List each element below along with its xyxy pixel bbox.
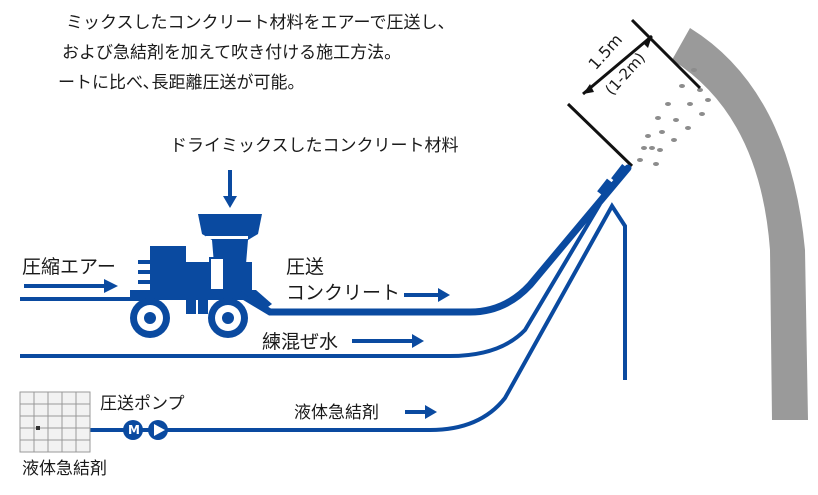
pumped-label-bottom: コンクリート xyxy=(286,282,401,304)
pumped-label-top: 圧送 xyxy=(286,256,325,278)
distance-marker xyxy=(566,18,702,168)
pump-direction-icon xyxy=(154,424,165,436)
intro-line-3: ートに比べ､長距離圧送が可能。 xyxy=(58,73,305,93)
spray-droplets xyxy=(637,68,711,166)
shotcrete-machine xyxy=(130,214,272,338)
accelerator-tank xyxy=(19,391,91,453)
intro-line-2: および急結剤を加えて吹き付ける施工方法。 xyxy=(62,43,402,63)
accelerator-pipe xyxy=(90,202,627,432)
material-label: ドライミックスしたコンクリート材料 xyxy=(170,136,459,156)
intro-text: ミックスしたコンクリート材料をエアーで圧送し、 および急結剤を加えて吹き付ける施… xyxy=(0,8,454,98)
water-label: 練混ぜ水 xyxy=(262,331,339,353)
air-label: 圧縮エアー xyxy=(22,256,116,278)
pump-label: 圧送ポンプ xyxy=(100,394,185,414)
air-arrow-head xyxy=(104,279,118,293)
motor-symbol xyxy=(123,420,143,440)
tunnel-wall xyxy=(672,28,808,420)
nozzle xyxy=(597,164,627,198)
flow-arrows xyxy=(352,288,450,419)
water-pipe xyxy=(20,202,602,358)
tank-level-marker xyxy=(36,426,40,430)
feed-arrow-head xyxy=(223,196,237,208)
intro-line-1: ミックスしたコンクリート材料をエアーで圧送し、 xyxy=(66,13,455,33)
tank-label: 液体急結剤 xyxy=(22,459,107,479)
concrete-pipe xyxy=(236,164,632,316)
accelerator-line-label: 液体急結剤 xyxy=(294,403,379,423)
motor-letter: M xyxy=(128,423,140,437)
